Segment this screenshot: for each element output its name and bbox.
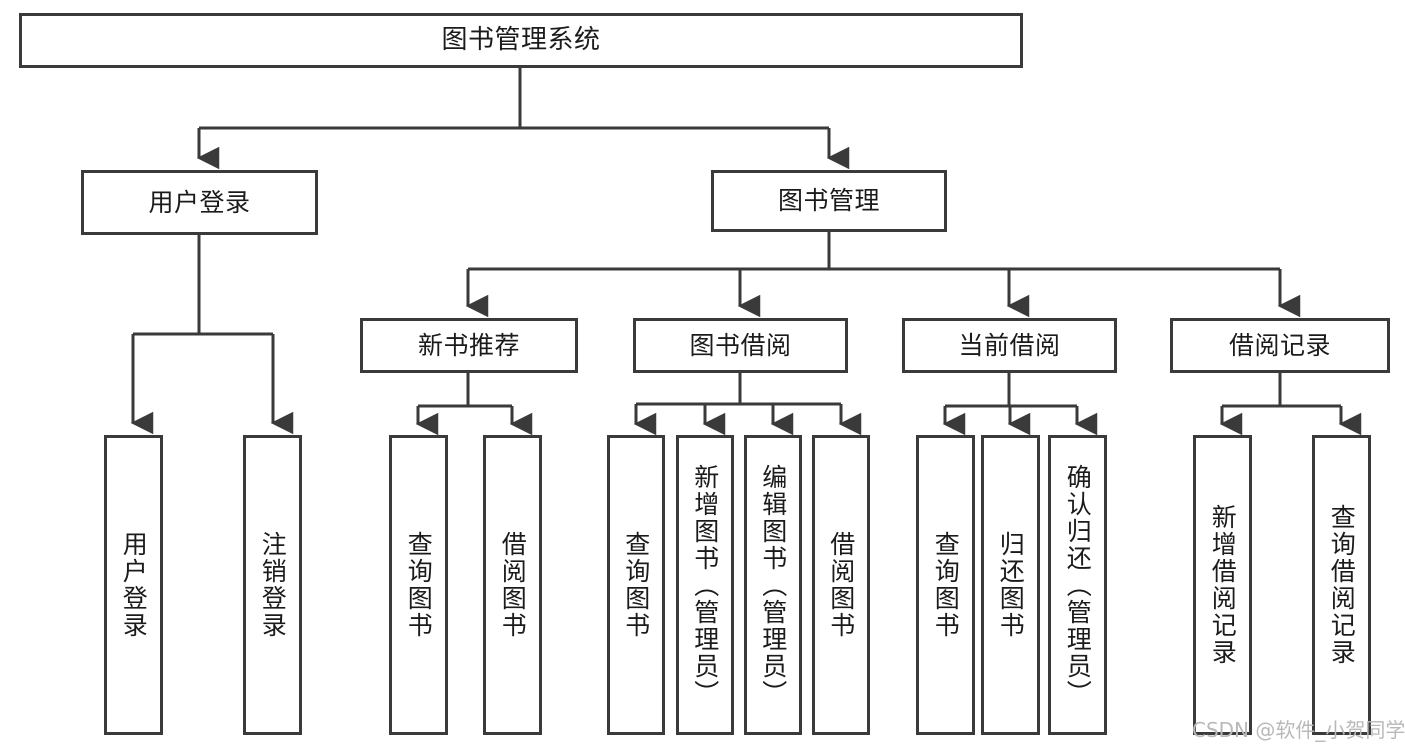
node-root-system[interactable]: 图书管理系统 bbox=[19, 13, 1023, 68]
node-label: 图书借阅 bbox=[689, 330, 792, 360]
node-label: 用户登录 bbox=[148, 187, 251, 217]
node-book-manage[interactable]: 图书管理 bbox=[711, 170, 947, 232]
node-leaf-query-book-3[interactable]: 查询图书 bbox=[916, 435, 975, 735]
node-label: 图书管理系统 bbox=[441, 25, 601, 56]
node-leaf-query-book-2[interactable]: 查询图书 bbox=[607, 435, 665, 735]
node-leaf-add-book[interactable]: 新增图书（管理员） bbox=[676, 435, 734, 735]
node-leaf-return-book[interactable]: 归还图书 bbox=[981, 435, 1040, 735]
node-leaf-borrow-book-2[interactable]: 借阅图书 bbox=[812, 435, 870, 735]
node-book-borrow[interactable]: 图书借阅 bbox=[633, 318, 848, 373]
node-leaf-query-record[interactable]: 查询借阅记录 bbox=[1312, 435, 1371, 735]
node-label: 查询图书 bbox=[621, 531, 651, 639]
node-label: 查询图书 bbox=[931, 531, 961, 639]
node-leaf-user-login[interactable]: 用户登录 bbox=[104, 435, 163, 735]
watermark-text: CSDN @软件_小贺同学 bbox=[1192, 718, 1405, 742]
node-label: 注销登录 bbox=[258, 531, 288, 639]
node-leaf-confirm-return[interactable]: 确认归还（管理员） bbox=[1048, 435, 1107, 735]
node-label: 确认归还（管理员） bbox=[1063, 463, 1093, 707]
node-leaf-edit-book[interactable]: 编辑图书（管理员） bbox=[744, 435, 802, 735]
node-label: 查询借阅记录 bbox=[1327, 504, 1357, 666]
node-label: 借阅图书 bbox=[498, 531, 528, 639]
node-label: 当前借阅 bbox=[958, 330, 1061, 360]
node-leaf-borrow-book-1[interactable]: 借阅图书 bbox=[483, 435, 542, 735]
node-leaf-add-record[interactable]: 新增借阅记录 bbox=[1193, 435, 1252, 735]
node-label: 编辑图书（管理员） bbox=[758, 463, 788, 707]
node-label: 借阅记录 bbox=[1228, 330, 1331, 360]
node-label: 借阅图书 bbox=[826, 531, 856, 639]
node-new-book-rec[interactable]: 新书推荐 bbox=[360, 318, 578, 373]
node-label: 图书管理 bbox=[777, 186, 880, 216]
node-borrow-record[interactable]: 借阅记录 bbox=[1170, 318, 1390, 373]
node-current-borrow[interactable]: 当前借阅 bbox=[902, 318, 1117, 373]
node-label: 新增图书（管理员） bbox=[690, 463, 720, 707]
node-label: 新增借阅记录 bbox=[1208, 504, 1238, 666]
node-label: 新书推荐 bbox=[417, 330, 520, 360]
node-user-login[interactable]: 用户登录 bbox=[81, 170, 318, 235]
node-label: 归还图书 bbox=[996, 531, 1026, 639]
node-leaf-logout[interactable]: 注销登录 bbox=[243, 435, 302, 735]
node-label: 用户登录 bbox=[119, 531, 149, 639]
node-label: 查询图书 bbox=[404, 531, 434, 639]
node-leaf-query-book-1[interactable]: 查询图书 bbox=[389, 435, 448, 735]
